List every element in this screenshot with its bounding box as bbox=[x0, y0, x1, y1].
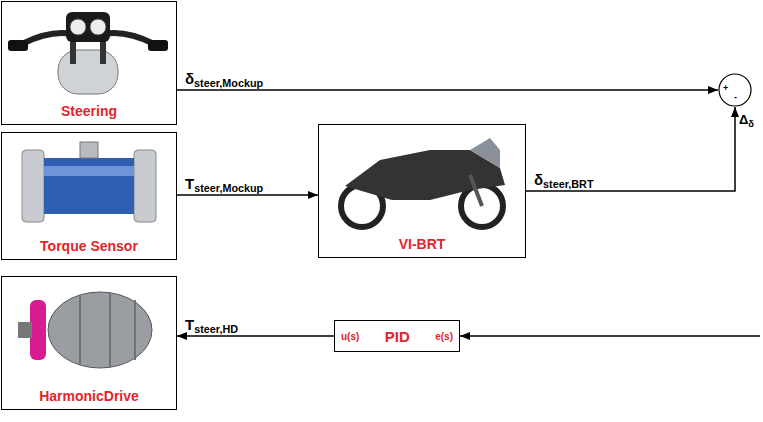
component-label: Torque Sensor bbox=[40, 238, 138, 254]
actuator-box: HarmonicDrive bbox=[1, 276, 177, 410]
sign-mark: + bbox=[723, 84, 728, 93]
signal-arrow bbox=[526, 107, 735, 191]
signal-name: δsteer,Mockup bbox=[185, 70, 263, 87]
component-label: VI-BRT bbox=[399, 236, 446, 252]
torque-sensor-picture bbox=[22, 142, 156, 222]
subscript: steer,BRT bbox=[543, 178, 593, 190]
controller-text: e(s) bbox=[435, 331, 453, 342]
subscript: δ bbox=[748, 119, 754, 129]
model-box: VI-BRT bbox=[318, 124, 526, 258]
controller-text: u(s) bbox=[341, 331, 359, 342]
handlebar-picture bbox=[8, 12, 168, 94]
subscript: steer,Mockup bbox=[194, 77, 263, 89]
controller-box: u(s) PID e(s) bbox=[334, 320, 460, 352]
signal-name: Tsteer,Mockup bbox=[185, 175, 263, 192]
subscript: steer,Mockup bbox=[194, 182, 263, 194]
subscript: steer,HD bbox=[194, 323, 238, 335]
signal-arrow bbox=[177, 194, 318, 196]
junction-circle bbox=[719, 74, 751, 106]
sign-mark: - bbox=[734, 93, 737, 102]
component-label: Steering bbox=[61, 103, 117, 119]
motorcycle-picture bbox=[341, 138, 505, 227]
sum-junction: +- bbox=[718, 73, 752, 107]
signal-arrow bbox=[177, 89, 718, 91]
sensor-box: Torque Sensor bbox=[1, 132, 177, 260]
signal-name: Tsteer,HD bbox=[185, 316, 238, 333]
signal-name: δsteer,BRT bbox=[534, 171, 594, 188]
component-label: HarmonicDrive bbox=[39, 388, 139, 404]
signal-arrow bbox=[177, 335, 334, 337]
controller-text: PID bbox=[385, 328, 410, 345]
steering-box: Steering bbox=[1, 1, 177, 125]
harmonic-drive-picture bbox=[18, 292, 152, 368]
input-line bbox=[460, 335, 760, 337]
error-signal-label: Δδ bbox=[739, 112, 754, 127]
